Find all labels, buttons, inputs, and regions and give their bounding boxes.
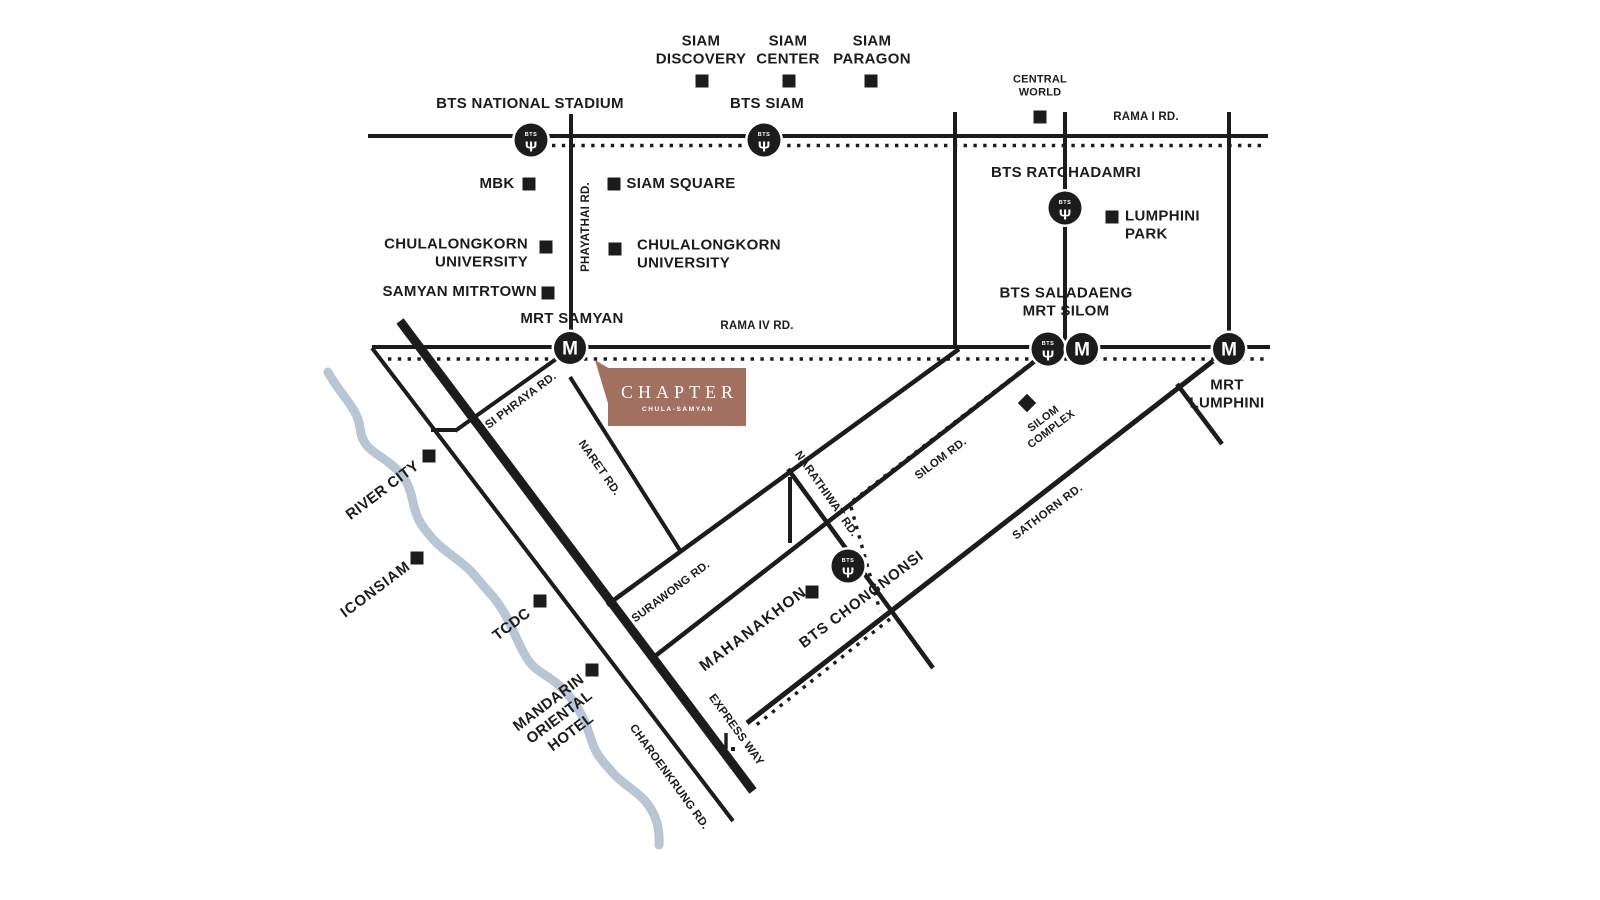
mrt-lumphini-label: MRT LUMPHINI xyxy=(1189,376,1265,412)
chapter-callout-pointer xyxy=(595,360,610,410)
svg-text:M: M xyxy=(1221,340,1237,361)
svg-text:BTS: BTS xyxy=(1059,200,1072,206)
svg-text:Ψ: Ψ xyxy=(842,565,854,582)
surawong-road-line xyxy=(605,347,961,607)
siam-square-marker xyxy=(607,177,621,191)
chapter-logo-subtitle: CHULA-SAMYAN xyxy=(641,405,714,413)
bts-silom-line-dotted-b xyxy=(849,506,882,612)
bts-siam-icon: BTS Ψ xyxy=(745,121,783,159)
mahanakhon-marker xyxy=(805,585,819,599)
bts-ratchadamri-label: BTS RATCHADAMRI xyxy=(990,163,1142,181)
bts-siam-label: BTS SIAM xyxy=(729,94,805,112)
chao-phraya-river xyxy=(323,367,664,850)
riverside-road-line xyxy=(370,346,735,823)
svg-text:BTS: BTS xyxy=(842,558,855,564)
bts-saladaeng-mrt-silom-label: BTS SALADAENG MRT SILOM xyxy=(999,284,1133,320)
chulalongkorn-right-label: CHULALONGKORN UNIVERSITY xyxy=(637,236,781,272)
mrt-silom-icon: M xyxy=(1063,330,1101,368)
svg-text:BTS: BTS xyxy=(1042,341,1055,347)
chapter-logo-box: CHAPTER CHULA-SAMYAN xyxy=(608,368,746,426)
bts-chongnonsi-icon: BTS Ψ xyxy=(829,547,867,585)
siam-discovery-marker xyxy=(695,74,709,88)
chulalongkorn-right-marker xyxy=(608,242,622,256)
svg-text:Ψ: Ψ xyxy=(1059,207,1071,224)
siam-center-label: SIAM CENTER xyxy=(756,32,820,68)
mbk-label: MBK xyxy=(479,174,515,192)
svg-text:BTS: BTS xyxy=(758,132,771,138)
samyan-mitrtown-marker xyxy=(541,286,555,300)
bts-ratchadamri-icon: BTS Ψ xyxy=(1046,189,1084,227)
mrt-samyan-icon: M xyxy=(551,329,589,367)
rama-i-road-label: RAMA I RD. xyxy=(1113,110,1179,123)
silom-road-line xyxy=(648,349,1050,662)
mrt-lumphini-icon: M xyxy=(1210,330,1248,368)
si-phraya-road-line xyxy=(453,355,561,433)
naret-road-line xyxy=(568,375,683,554)
bts-national-stadium-label: BTS NATIONAL STADIUM xyxy=(436,94,624,112)
lumphini-park-marker xyxy=(1105,210,1119,224)
chulalongkorn-left-label: CHULALONGKORN UNIVERSITY xyxy=(384,235,528,271)
iconsiam-marker xyxy=(410,551,424,565)
central-world-marker xyxy=(1033,110,1047,124)
chapter-logo-name: CHAPTER xyxy=(620,381,738,402)
lumphini-park-label: LUMPHINI PARK xyxy=(1125,207,1200,243)
chulalongkorn-left-marker xyxy=(539,240,553,254)
central-world-label: CENTRAL WORLD xyxy=(1013,73,1067,99)
lumphini-branch-line xyxy=(1175,382,1224,446)
samyan-mitrtown-label: SAMYAN MITRTOWN xyxy=(382,282,537,300)
silom-complex-marker xyxy=(1017,393,1037,413)
river-city-marker xyxy=(422,449,436,463)
svg-text:Ψ: Ψ xyxy=(525,139,537,156)
expressway-dot xyxy=(731,747,735,751)
svg-text:Ψ: Ψ xyxy=(1042,348,1054,365)
rama-iv-road-label: RAMA IV RD. xyxy=(720,319,794,332)
siam-paragon-marker xyxy=(864,74,878,88)
svg-text:BTS: BTS xyxy=(525,132,538,138)
charoenkrung-road-thick-line xyxy=(396,318,757,794)
siam-discovery-label: SIAM DISCOVERY xyxy=(655,32,747,68)
bts-saladaeng-icon: BTS Ψ xyxy=(1029,330,1067,368)
svg-text:M: M xyxy=(1074,340,1090,361)
siam-center-marker xyxy=(782,74,796,88)
bts-national-stadium-icon: BTS Ψ xyxy=(512,121,550,159)
mandarin-oriental-marker xyxy=(585,663,599,677)
svg-text:M: M xyxy=(562,339,578,360)
sathorn-road-line xyxy=(745,359,1215,725)
phayathai-road-label: PHAYATHAI RD. xyxy=(579,182,592,272)
siam-paragon-label: SIAM PARAGON xyxy=(833,32,911,68)
mbk-marker xyxy=(522,177,536,191)
tcdc-marker xyxy=(533,594,547,608)
siam-square-label: SIAM SQUARE xyxy=(626,174,736,192)
mrt-samyan-label: MRT SAMYAN xyxy=(520,309,624,327)
svg-text:Ψ: Ψ xyxy=(758,139,770,156)
